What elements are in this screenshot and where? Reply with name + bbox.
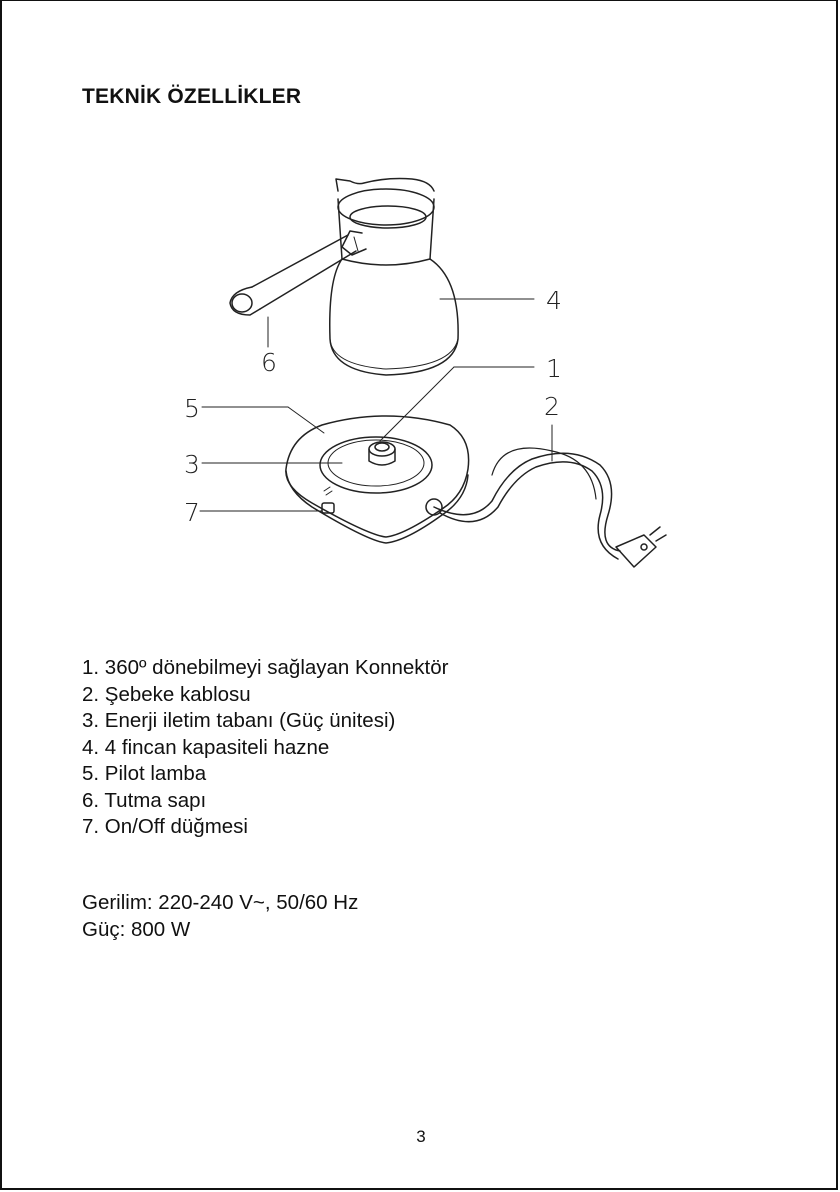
page-title: TEKNİK ÖZELLİKLER	[82, 85, 301, 109]
part-item-on-off-button: 7. On/Off düğmesi	[82, 814, 448, 841]
specifications: Gerilim: 220-240 V~, 50/60 Hz Güç: 800 W	[82, 890, 358, 943]
parts-list: 1. 360º dönebilmeyi sağlayan Konnektör 2…	[82, 655, 448, 841]
callout-6: 6	[261, 348, 277, 377]
part-item-connector: 1. 360º dönebilmeyi sağlayan Konnektör	[82, 655, 448, 682]
power-cord	[426, 448, 666, 567]
part-item-handle: 6. Tutma sapı	[82, 788, 448, 815]
page-number: 3	[2, 1127, 840, 1147]
power-base	[286, 416, 469, 543]
callout-7: 7	[184, 498, 200, 527]
callout-5: 5	[184, 394, 200, 423]
callout-lines	[200, 299, 552, 511]
callout-2: 2	[544, 392, 560, 421]
callout-4: 4	[546, 286, 562, 315]
callout-3: 3	[184, 450, 200, 479]
callout-1: 1	[546, 354, 562, 383]
spec-voltage: Gerilim: 220-240 V~, 50/60 Hz	[82, 890, 358, 917]
part-item-pilot-lamp: 5. Pilot lamba	[82, 761, 448, 788]
part-item-power-cord: 2. Şebeke kablosu	[82, 682, 448, 709]
spec-power: Güç: 800 W	[82, 917, 358, 944]
part-item-water-tank: 4. 4 fincan kapasiteli hazne	[82, 735, 448, 762]
part-item-power-base: 3. Enerji iletim tabanı (Güç ünitesi)	[82, 708, 448, 735]
coffee-pot	[330, 179, 458, 376]
product-diagram: 1 2 3 4 5 6 7	[172, 169, 672, 569]
pot-handle	[230, 231, 366, 315]
